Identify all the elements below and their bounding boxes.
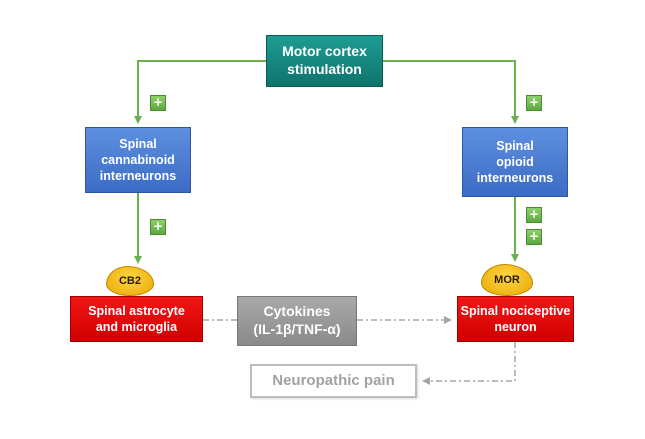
opioid-line1: Spinal: [496, 139, 534, 153]
plus-sign-left-upper: +: [150, 95, 166, 111]
cannabinoid-line1: Spinal: [119, 137, 157, 151]
cytokines-line2: (IL-1β/TNF-α): [253, 321, 341, 337]
cannabinoid-interneurons-node: Spinal cannabinoid interneurons: [85, 127, 191, 193]
cytokines-node: Cytokines (IL-1β/TNF-α): [237, 296, 357, 346]
motor-cortex-line1: Motor cortex: [282, 43, 367, 60]
arrow-motor-to-cannabinoid: [134, 60, 266, 124]
opioid-line2: opioid: [496, 155, 534, 169]
nociceptive-neuron-node: Spinal nociceptive neuron: [457, 296, 574, 342]
arrow-nociceptive-to-pain: [422, 342, 516, 385]
opioid-interneurons-node: Spinal opioid interneurons: [462, 127, 568, 197]
plus-sign-right-lower-1: +: [526, 207, 542, 223]
astrocyte-microglia-node: Spinal astrocyte and microglia: [70, 296, 203, 342]
motor-cortex-node: Motor cortex stimulation: [266, 35, 383, 87]
cb2-receptor: CB2: [106, 266, 154, 296]
plus-sign-right-upper: +: [526, 95, 542, 111]
astrocyte-line1: Spinal astrocyte: [88, 304, 185, 318]
cytokines-line1: Cytokines: [263, 303, 331, 320]
mor-receptor: MOR: [481, 264, 533, 296]
motor-cortex-line2: stimulation: [287, 61, 362, 77]
plus-sign-left-lower: +: [150, 219, 166, 235]
neuropathic-pain-label: Neuropathic pain: [272, 372, 395, 390]
nociceptive-line2: neuron: [494, 320, 537, 334]
cannabinoid-line2: cannabinoid: [101, 153, 175, 167]
nociceptive-line1: Spinal nociceptive: [460, 304, 571, 318]
astrocyte-line2: and microglia: [95, 320, 178, 334]
opioid-line3: interneurons: [476, 171, 554, 185]
cannabinoid-line3: interneurons: [99, 169, 177, 183]
plus-sign-right-lower-2: +: [526, 229, 542, 245]
neuropathic-pain-node: Neuropathic pain: [250, 364, 417, 398]
arrow-motor-to-opioid: [383, 60, 519, 124]
